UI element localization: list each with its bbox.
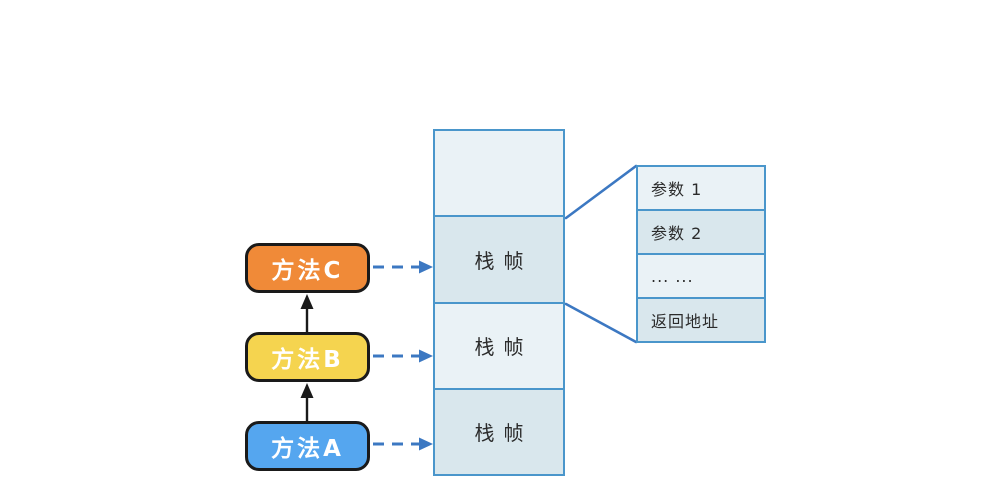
- stack-cell-empty: [435, 131, 563, 216]
- right-arrowhead-icon: [419, 437, 433, 451]
- stack-cell-label: 栈帧: [474, 335, 533, 360]
- detail-row-label: ... ...: [651, 266, 694, 286]
- stack-cell-label: 栈帧: [474, 248, 533, 273]
- detail-row-label: 参数 1: [651, 180, 703, 199]
- call-arrow-b-to-c: [300, 294, 314, 332]
- frame-detail-box: 参数 1 参数 2 ... ... 返回地址: [636, 165, 766, 343]
- expand-connector-bottom: [564, 302, 638, 344]
- push-arrow-method-c: [373, 260, 433, 274]
- method-c-label: 方法C: [271, 258, 344, 284]
- method-b-label: 方法B: [271, 347, 344, 373]
- push-arrow-method-b: [373, 349, 433, 363]
- method-a-box: 方法A: [245, 421, 370, 471]
- call-arrow-a-to-b: [300, 383, 314, 421]
- detail-row-param2: 参数 2: [638, 209, 764, 253]
- method-c-box: 方法C: [245, 243, 370, 293]
- up-arrowhead-icon: [300, 294, 314, 309]
- detail-row-label: 参数 2: [651, 224, 703, 243]
- stack-cell-label: 栈帧: [474, 421, 533, 446]
- method-a-label: 方法A: [271, 436, 344, 462]
- up-arrowhead-icon: [300, 383, 314, 398]
- detail-row-param1: 参数 1: [638, 167, 764, 209]
- right-arrowhead-icon: [419, 349, 433, 363]
- stack-cell-frame-top: 栈帧: [435, 215, 563, 302]
- detail-row-label: 返回地址: [651, 312, 720, 331]
- method-b-box: 方法B: [245, 332, 370, 382]
- stack-cell-frame-bottom: 栈帧: [435, 387, 563, 474]
- stack-column: 栈帧 栈帧 栈帧: [433, 129, 565, 476]
- right-arrowhead-icon: [419, 260, 433, 274]
- push-arrow-method-a: [373, 437, 433, 451]
- detail-row-return-address: 返回地址: [638, 297, 764, 341]
- stack-cell-frame-middle: 栈帧: [435, 301, 563, 388]
- expand-connector-top: [564, 164, 638, 220]
- detail-row-ellipsis: ... ...: [638, 253, 764, 297]
